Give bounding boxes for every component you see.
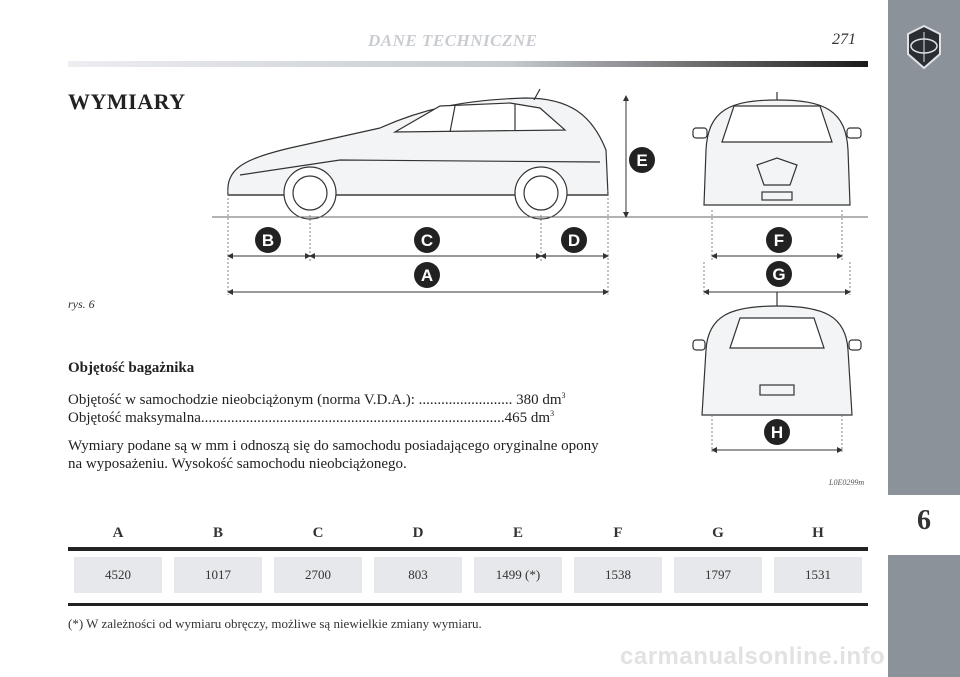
section-title: WYMIARY — [68, 89, 186, 114]
footnote: (*) W zależności od wymiaru obręczy, moż… — [68, 616, 482, 631]
svg-text:D: D — [568, 231, 580, 250]
chapter-number[interactable]: 6 — [917, 505, 931, 536]
table-header-cell: F — [613, 525, 623, 541]
table-cell: 803 — [374, 557, 462, 593]
svg-text:B: B — [262, 231, 274, 250]
table-cell: 1017 — [174, 557, 262, 593]
svg-text:G: G — [772, 265, 785, 284]
dimensions-note: Wymiary podane są w mm i odnoszą się do … — [68, 438, 599, 472]
table-bottom-rule — [68, 603, 868, 606]
marker-c: C — [414, 227, 440, 253]
table-header-cell: E — [512, 525, 523, 541]
figure-label: rys. 6 — [68, 297, 95, 311]
table-header-cell: B — [212, 525, 223, 541]
trunk-capacity-unloaded: Objętość w samochodzie nieobciążonym (no… — [68, 391, 566, 408]
svg-text:C: C — [421, 231, 433, 250]
dimension-drawing: B C D A E F G H — [212, 88, 868, 453]
table-header-cell: A — [112, 525, 124, 541]
svg-text:E: E — [636, 151, 647, 170]
car-side-view — [227, 88, 609, 220]
table-header-cell: C — [312, 525, 324, 541]
table-header-cell: G — [712, 525, 724, 541]
marker-b: B — [255, 227, 281, 253]
svg-text:A: A — [421, 266, 433, 285]
car-front-view — [692, 92, 862, 206]
table-cell: 4520 — [74, 557, 162, 593]
svg-text:F: F — [774, 231, 784, 250]
watermark: carmanualsonline.info — [620, 643, 886, 670]
table-row: 4520 1017 2700 803 1499 (*) 1538 1797 15… — [68, 557, 868, 593]
header-rule — [68, 61, 868, 67]
table-header-cell: H — [812, 525, 824, 541]
table-cell: 2700 — [274, 557, 362, 593]
trunk-capacity-max: Objętość maksymalna.....................… — [68, 409, 555, 426]
marker-g: G — [766, 261, 792, 287]
table-top-rule — [68, 547, 868, 551]
running-header-title: DANE TECHNICZNE — [368, 31, 538, 50]
marker-a: A — [414, 262, 440, 288]
marker-f: F — [766, 227, 792, 253]
table-cell: 1797 — [674, 557, 762, 593]
chapter-sidebar — [888, 0, 960, 677]
table-cell: 1538 — [574, 557, 662, 593]
table-cell: 1531 — [774, 557, 862, 593]
page-number: 271 — [832, 31, 856, 48]
table-header-row: A B C D E F G H — [68, 525, 868, 547]
trunk-capacity-title: Objętość bagażnika — [68, 360, 195, 376]
dimensions-table: A B C D E F G H 4520 1017 2700 803 1499 … — [68, 525, 868, 606]
chapter-tab[interactable] — [888, 495, 960, 555]
figure-code: L0E0299m — [829, 478, 865, 487]
car-rear-view — [692, 292, 862, 416]
svg-text:H: H — [771, 423, 783, 442]
lancia-logo-icon — [907, 24, 941, 70]
table-cell: 1499 (*) — [474, 557, 562, 593]
marker-e: E — [629, 147, 655, 173]
table-header-cell: D — [412, 525, 424, 541]
marker-d: D — [561, 227, 587, 253]
marker-h: H — [764, 419, 790, 445]
